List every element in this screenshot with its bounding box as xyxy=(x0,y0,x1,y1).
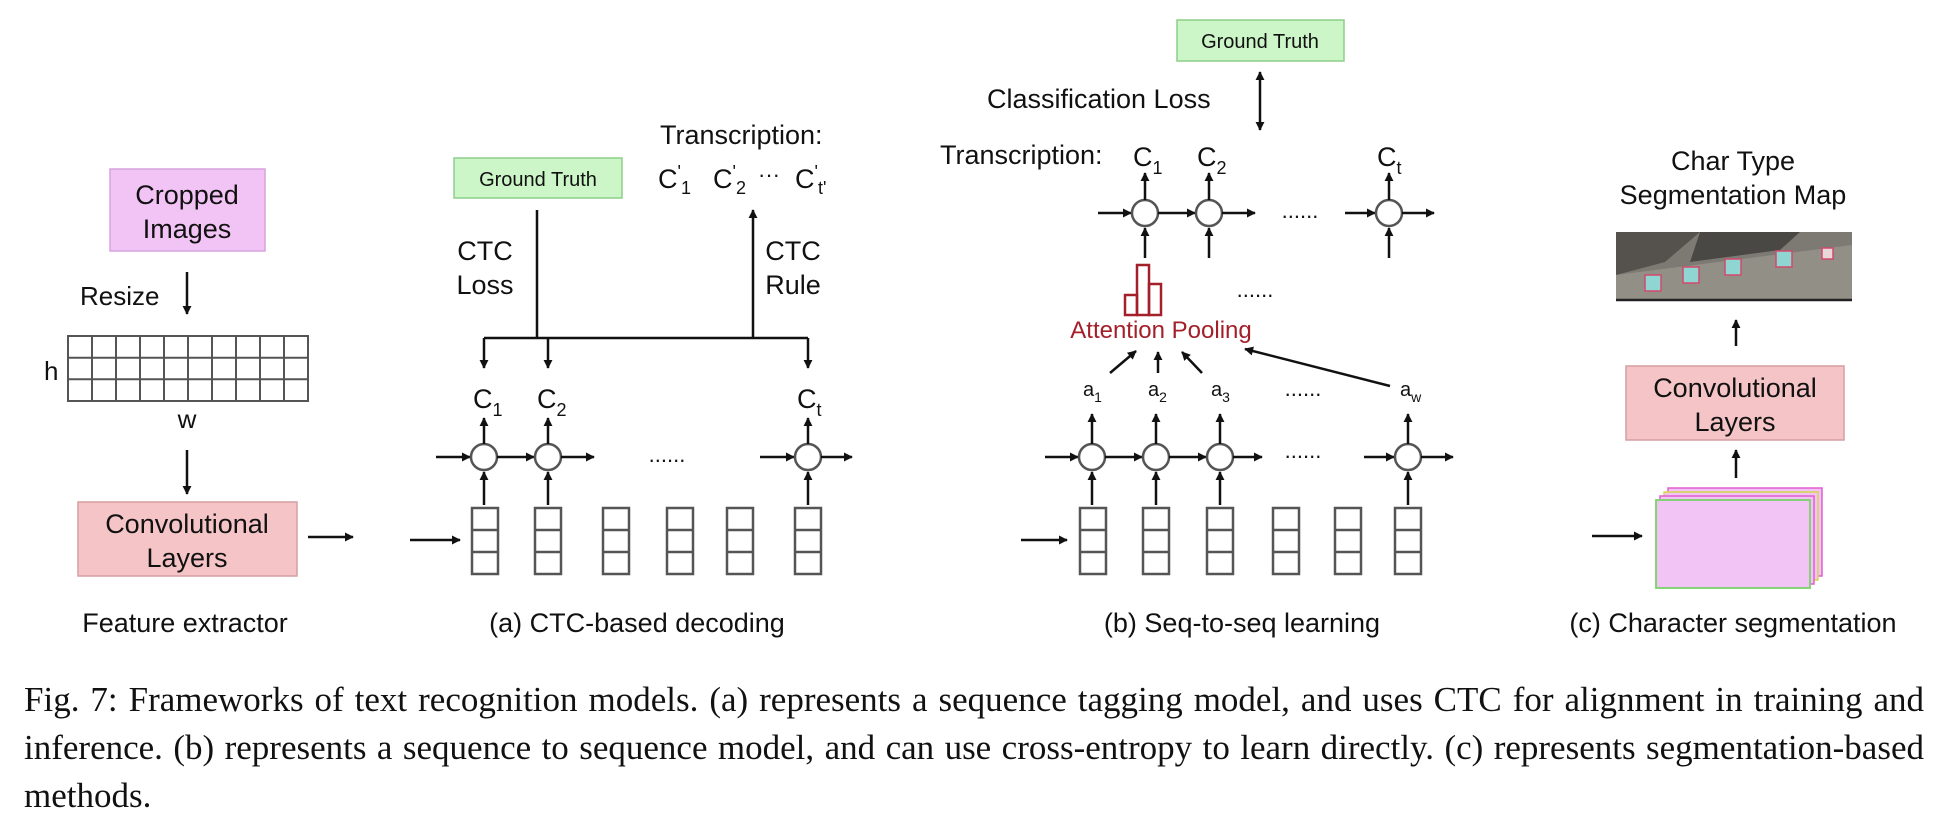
feature-map-stack xyxy=(1655,487,1823,589)
feature-conv-box xyxy=(77,501,298,577)
seq2seq-feature-columns xyxy=(1078,506,1423,576)
attention-ellipsis: ...... xyxy=(1237,277,1274,302)
ctc-rule-line2: Rule xyxy=(765,270,821,300)
ctc-feature-column xyxy=(533,506,563,576)
encoder-node-w xyxy=(1393,442,1423,472)
figure-caption: Fig. 7: Frameworks of text recognition m… xyxy=(24,680,1924,815)
segmentation-map-image xyxy=(1616,232,1852,302)
seg-map-title-line2: Segmentation Map xyxy=(1620,180,1847,210)
ctc-rnn-node-1 xyxy=(469,442,499,472)
attention-histogram-icon xyxy=(1123,263,1163,317)
encoder-node-1 xyxy=(1077,442,1107,472)
a3-to-attention-arrow xyxy=(1181,351,1203,374)
ctc-loss-line1: CTC xyxy=(457,236,513,266)
ctc-transcription-c2: C'2 xyxy=(713,162,746,198)
decoder-node-2 xyxy=(1194,198,1224,228)
segmentation-section-label: (c) Character segmentation xyxy=(1569,608,1896,638)
w-label: w xyxy=(177,404,197,434)
resized-grid xyxy=(67,335,309,402)
seg-map-title-line1: Char Type xyxy=(1671,146,1795,176)
ctc-rnn-node-t xyxy=(793,442,823,472)
seq2seq-feature-column xyxy=(1141,506,1171,576)
seq2seq-feature-column xyxy=(1205,506,1235,576)
encoder-node-2 xyxy=(1141,442,1171,472)
ctc-feature-column xyxy=(665,506,695,576)
ctc-section-label: (a) CTC-based decoding xyxy=(489,608,785,638)
feature-extractor-section-label: Feature extractor xyxy=(82,608,288,638)
resize-label: Resize xyxy=(80,281,159,311)
seq2seq-section-label: (b) Seq-to-seq learning xyxy=(1104,608,1380,638)
decoder-node-t xyxy=(1374,198,1404,228)
ctc-rnn-node-2 xyxy=(533,442,563,472)
seg-char-box xyxy=(1724,258,1742,276)
ctc-transcription-label: Transcription: xyxy=(660,120,823,150)
ctc-feature-column xyxy=(470,506,500,576)
weight-a2: a2 xyxy=(1148,379,1167,405)
feature-extractor-panel: Cropped Images Resize h w Convolutional … xyxy=(44,168,354,638)
ctc-ground-truth-label: Ground Truth xyxy=(479,169,597,191)
ctc-output-c1: C1 xyxy=(473,384,503,420)
weight-a1: a1 xyxy=(1083,379,1102,405)
decoder-node-1 xyxy=(1130,198,1160,228)
encoder-ellipsis: ...... xyxy=(1285,438,1322,463)
aw-to-attention-arrow xyxy=(1244,346,1391,388)
segmentation-panel: Char Type Segmentation Map Convolutional… xyxy=(1569,146,1896,638)
seq2seq-panel: Ground Truth Classification Loss Transcr… xyxy=(940,19,1454,638)
seq2seq-ground-truth-label: Ground Truth xyxy=(1201,31,1319,53)
seq2seq-output-ct: Ct xyxy=(1377,142,1402,178)
ctc-transcription-c1: C'1 xyxy=(658,162,691,198)
ctc-ground-truth-box xyxy=(453,157,623,199)
ctc-feature-column xyxy=(601,506,631,576)
h-label: h xyxy=(44,356,58,386)
seq2seq-transcription-label: Transcription: xyxy=(940,140,1103,170)
seg-conv-label-line2: Layers xyxy=(1694,407,1775,437)
ctc-panel: Ground Truth CTC Loss CTC Rule Transcrip… xyxy=(410,120,853,638)
ctc-transcription-sequence: C'1 C'2 ··· C't' xyxy=(658,162,826,198)
cropped-images-box xyxy=(109,168,266,252)
seq2seq-feature-column xyxy=(1271,506,1301,576)
ctc-rule-line1: CTC xyxy=(765,236,821,266)
seq2seq-feature-column xyxy=(1078,506,1108,576)
ctc-loss-line2: Loss xyxy=(456,270,513,300)
seq2seq-output-c1: C1 xyxy=(1133,142,1163,178)
ctc-transcription-ct: C't' xyxy=(795,162,826,198)
seg-conv-label-line1: Convolutional xyxy=(1653,373,1817,403)
cropped-images-label-line1: Cropped xyxy=(135,180,239,210)
ctc-feature-column xyxy=(793,506,823,576)
ctc-output-ct: Ct xyxy=(797,384,822,420)
ctc-feature-column xyxy=(725,506,755,576)
feature-conv-label-line1: Convolutional xyxy=(105,509,269,539)
seg-char-box xyxy=(1821,247,1834,260)
cropped-images-label-line2: Images xyxy=(143,214,232,244)
seg-conv-box xyxy=(1625,365,1845,441)
framework-figure: Cropped Images Resize h w Convolutional … xyxy=(44,19,1897,638)
ctc-transcription-ellipsis: ··· xyxy=(758,162,780,187)
weight-a3: a3 xyxy=(1211,379,1230,405)
feature-conv-label-line2: Layers xyxy=(146,543,227,573)
ctc-feature-columns xyxy=(470,506,823,576)
ctc-output-c2: C2 xyxy=(537,384,567,420)
seg-char-box xyxy=(1682,266,1700,284)
attention-pooling-label: Attention Pooling xyxy=(1070,317,1251,344)
seg-char-box xyxy=(1775,250,1793,268)
seq2seq-ground-truth-box xyxy=(1176,19,1345,62)
seq2seq-output-c2: C2 xyxy=(1197,142,1227,178)
seq2seq-feature-column xyxy=(1393,506,1423,576)
weight-aw: aw xyxy=(1400,379,1422,405)
seq2seq-feature-column xyxy=(1333,506,1363,576)
weight-ellipsis: ...... xyxy=(1285,376,1322,401)
seg-char-box xyxy=(1644,274,1662,292)
ctc-rnn-ellipsis: ...... xyxy=(649,442,686,467)
decoder-ellipsis: ...... xyxy=(1282,198,1319,223)
encoder-node-3 xyxy=(1205,442,1235,472)
classification-loss-label: Classification Loss xyxy=(987,84,1211,114)
a1-to-attention-arrow xyxy=(1109,350,1137,374)
